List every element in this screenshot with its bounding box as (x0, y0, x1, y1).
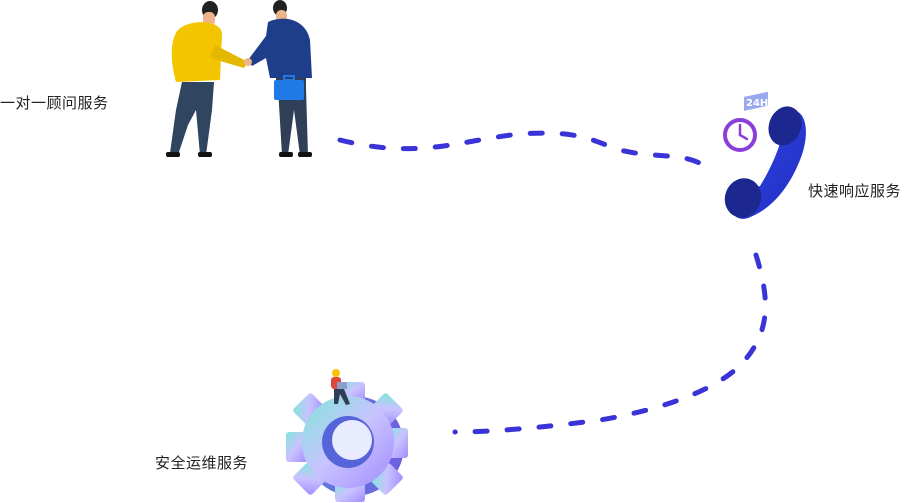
handshake-illustration (166, 0, 312, 157)
badge-24h-text: 24H (746, 98, 768, 109)
connector-path (337, 130, 768, 435)
clock-icon (723, 118, 757, 152)
gear-icon (286, 382, 408, 502)
gear-security-illustration (286, 369, 408, 502)
person-navy-icon (248, 0, 312, 157)
service-label-consulting: 一对一顾问服务 (0, 94, 109, 112)
phone-handset-icon (724, 106, 806, 219)
service-label-security-ops: 安全运维服务 (155, 454, 249, 472)
briefcase-icon (274, 80, 304, 100)
badge-24h: 24H (744, 91, 768, 111)
person-yellow-icon (166, 1, 248, 157)
person-sitting-icon (331, 369, 350, 405)
phone-24h-illustration: 24H (723, 91, 806, 219)
service-label-quick-response: 快速响应服务 (808, 182, 902, 200)
